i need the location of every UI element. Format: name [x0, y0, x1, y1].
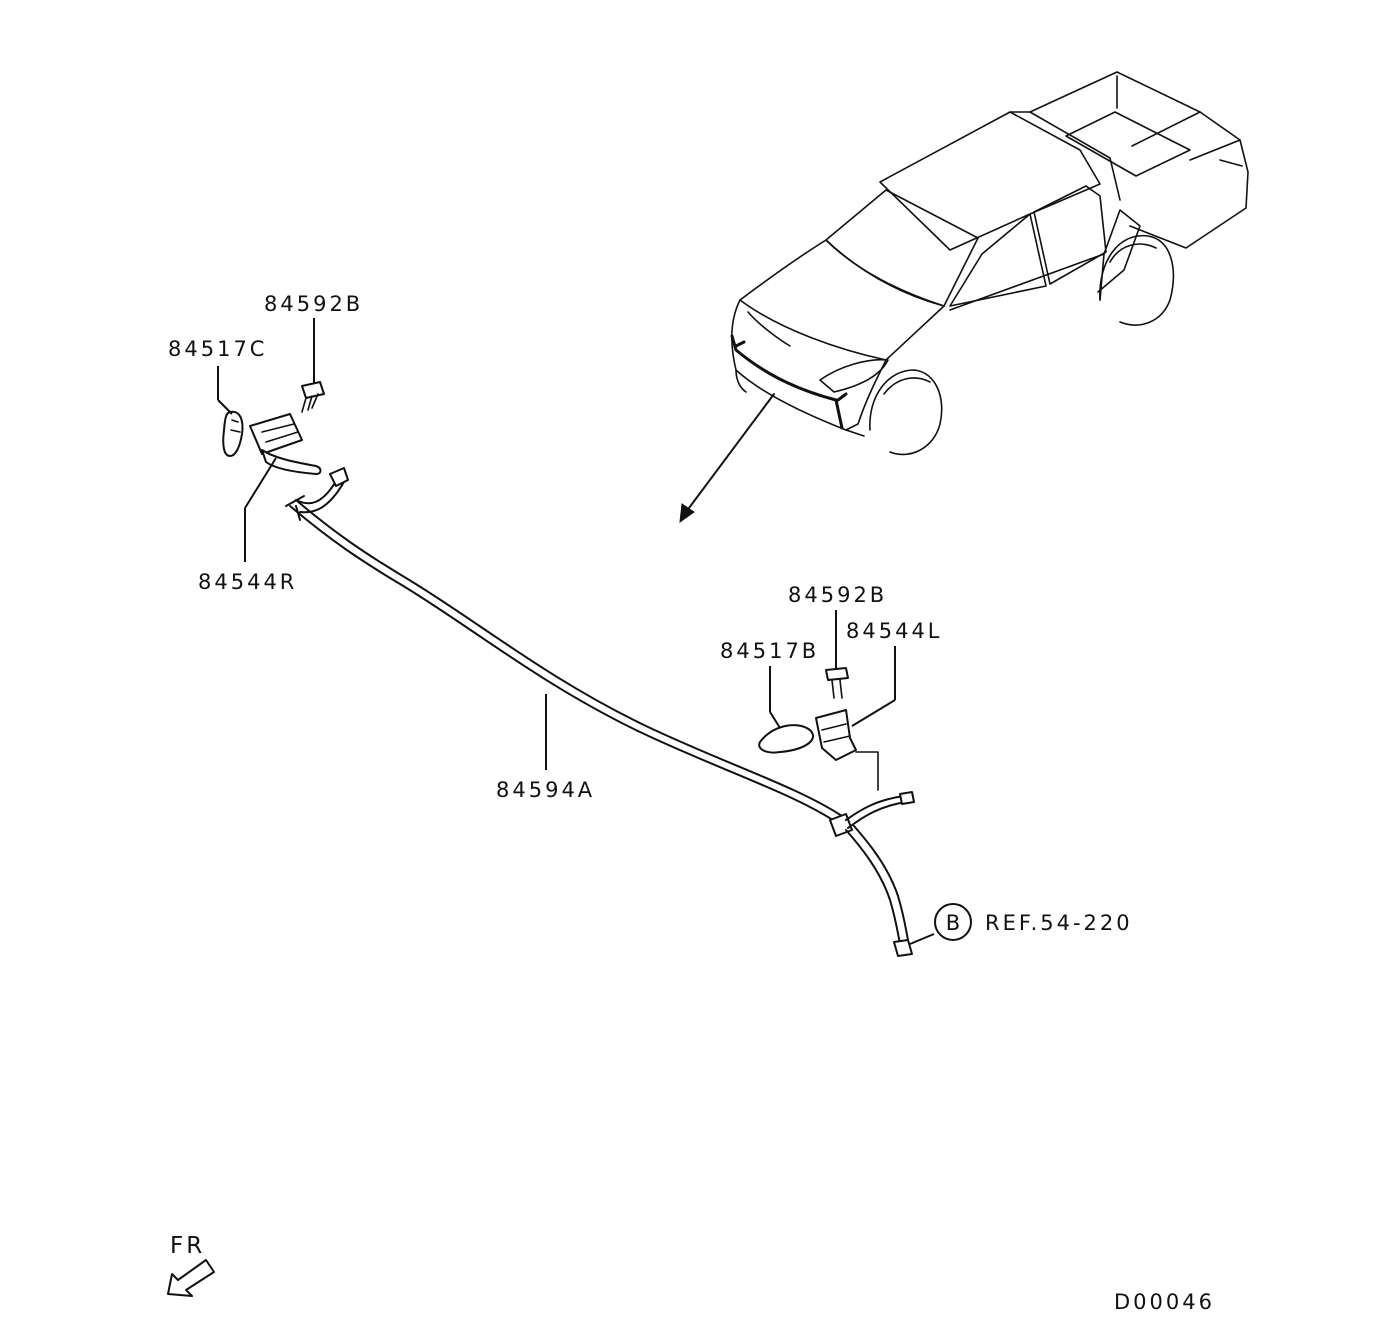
diagram-code: D00046	[1114, 1290, 1215, 1314]
label-nozzle-84544l: 84544L	[846, 619, 943, 643]
leader-lines	[217, 318, 935, 945]
label-clip-84592b-top: 84592B	[264, 292, 363, 316]
label-hose-84594a: 84594A	[496, 778, 595, 802]
label-nozzle-84544r: 84544R	[198, 570, 297, 594]
front-label: FR	[170, 1233, 205, 1259]
label-clip-84592b-left: 84592B	[788, 583, 887, 607]
vehicle-overview	[679, 71, 1249, 524]
reference-circle	[934, 903, 972, 941]
right-nozzle-assembly	[222, 381, 325, 475]
front-direction-arrow-icon	[167, 1259, 215, 1297]
front-indicator: FR	[167, 1233, 215, 1297]
label-cover-84517c: 84517C	[168, 337, 267, 361]
reference-text: REF.54-220	[985, 911, 1133, 935]
washer-hose	[285, 467, 915, 957]
label-cover-84517b: 84517B	[720, 639, 819, 663]
left-nozzle-assembly	[758, 667, 879, 791]
reference-letter: B	[946, 911, 960, 935]
reference-callout: B REF.54-220	[934, 903, 1133, 941]
